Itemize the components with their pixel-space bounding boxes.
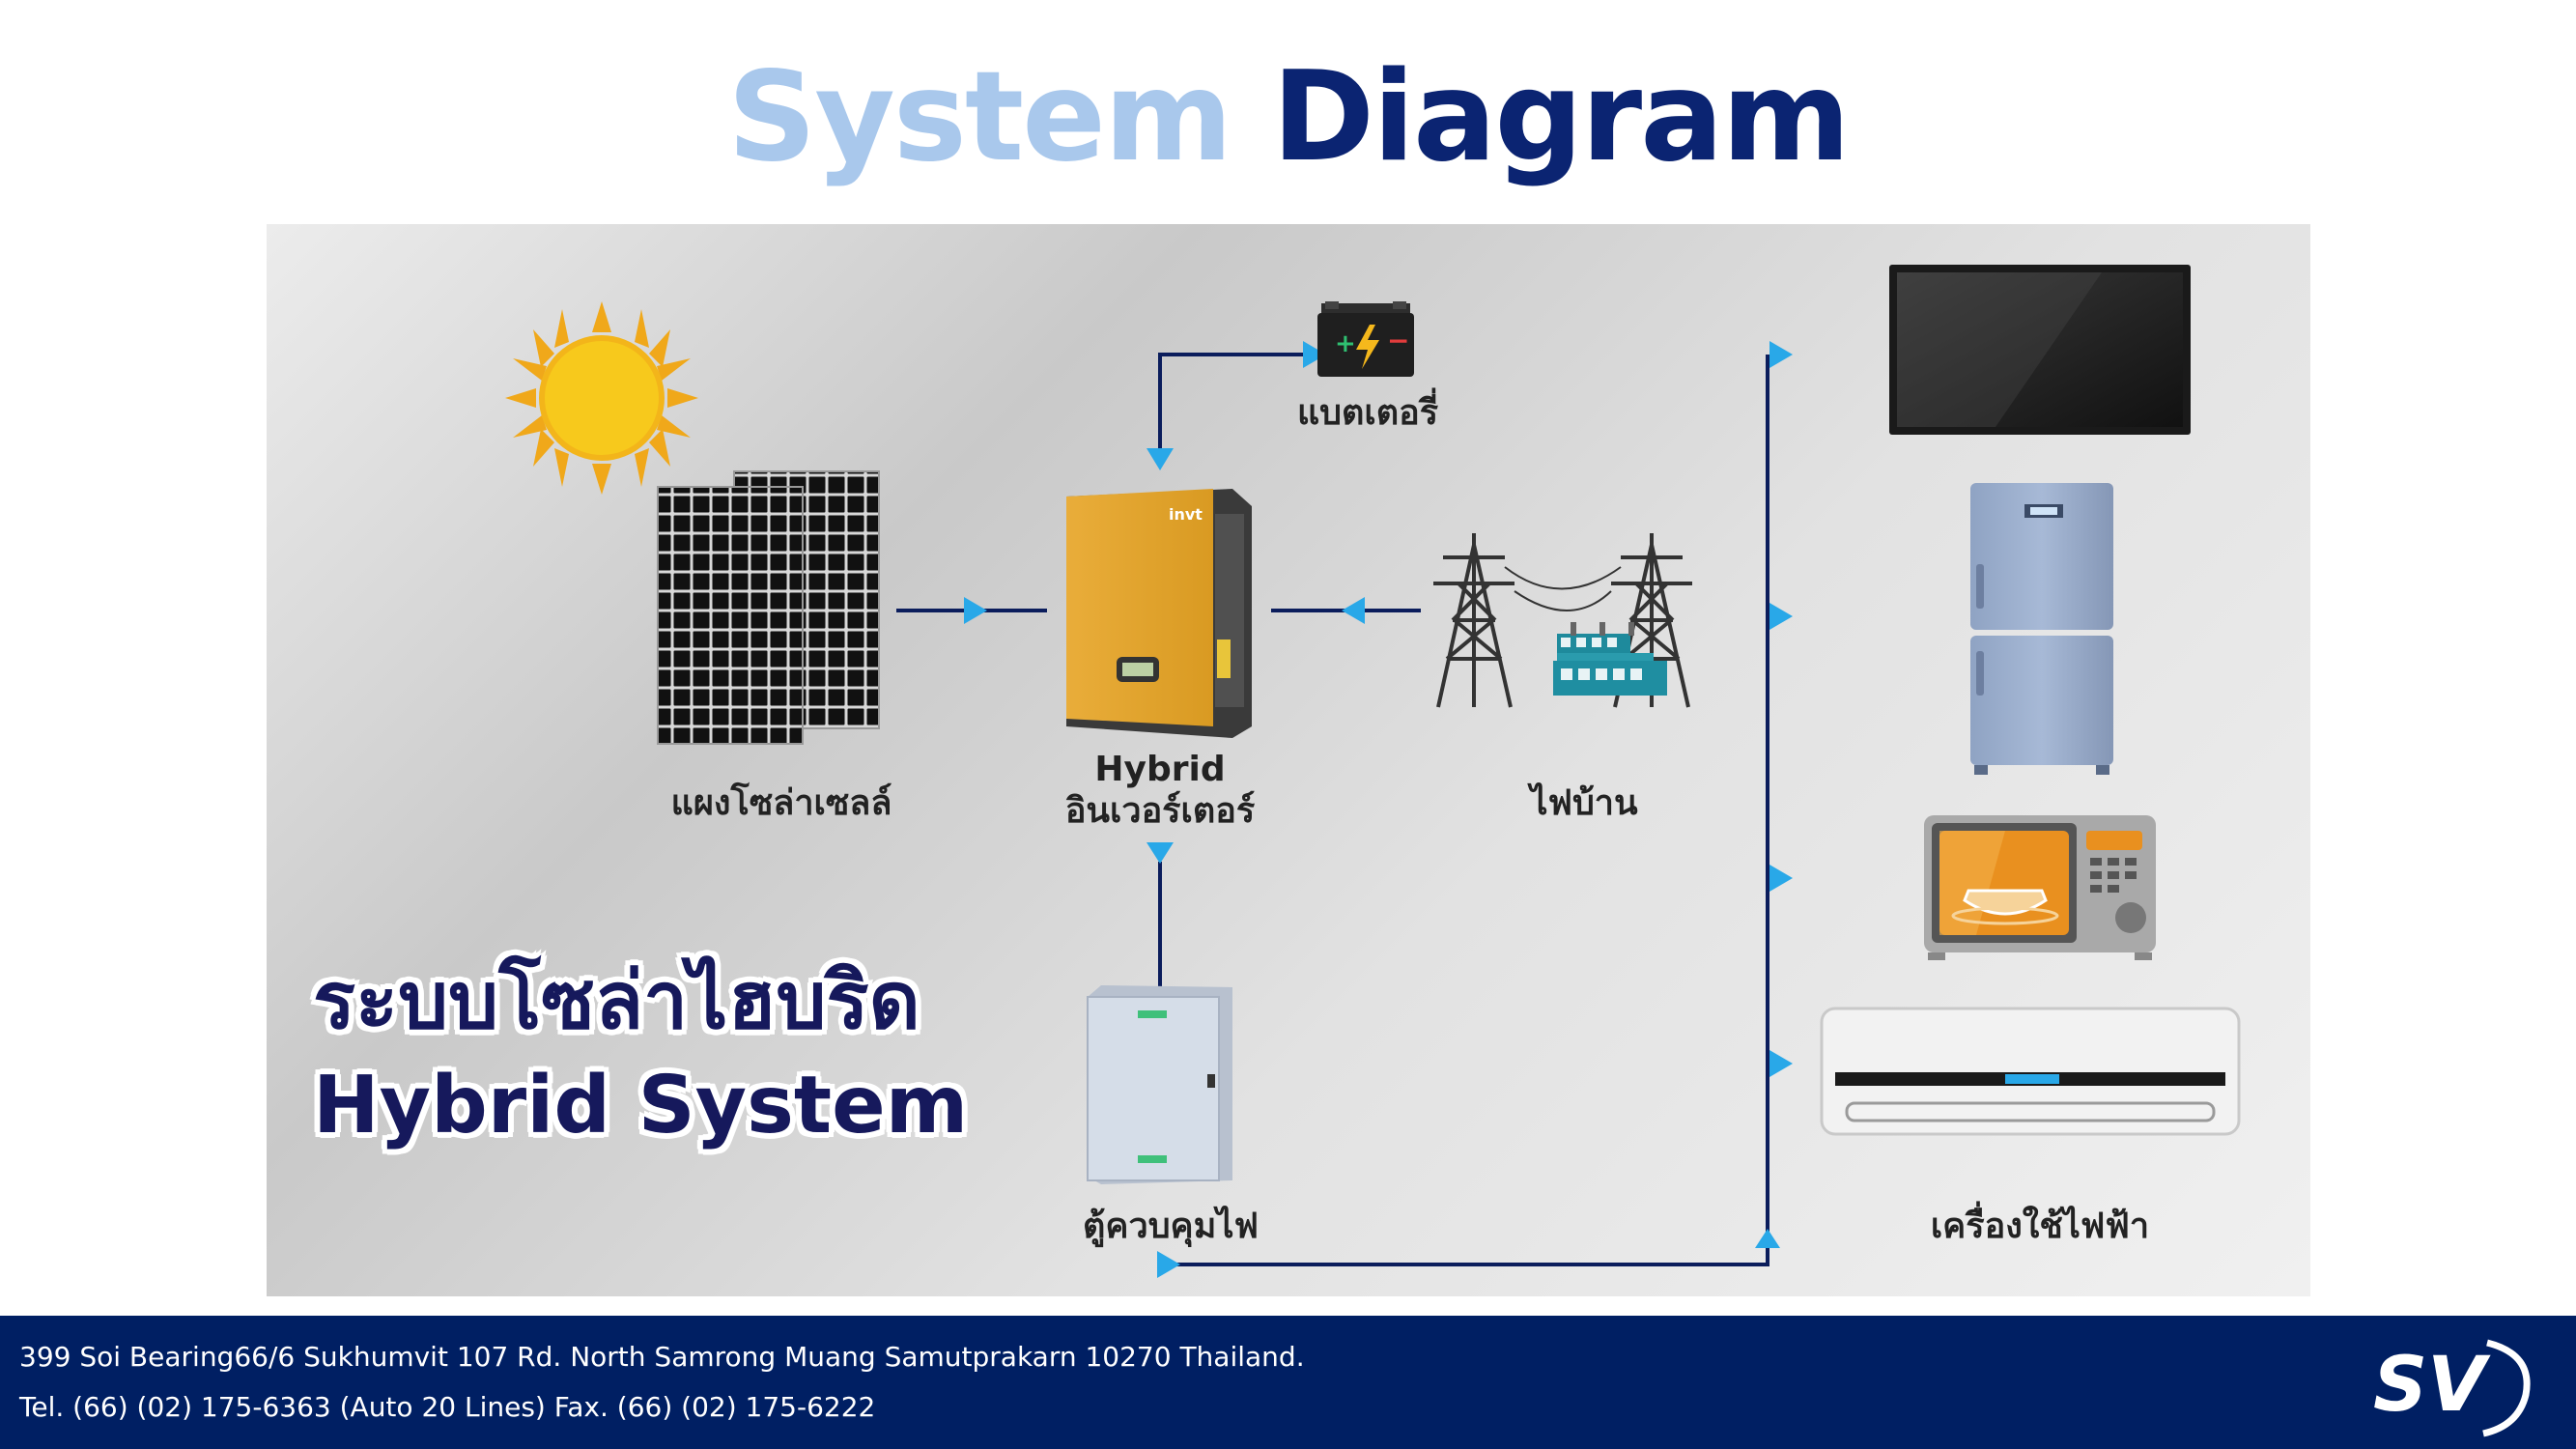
headline-thai: ระบบโซล่าไฮบริด [313,955,920,1047]
diagram-panel: + − invt [267,224,2310,1296]
footer-phone: Tel. (66) (02) 175-6363 (Auto 20 Lines) … [19,1391,876,1423]
svg-text:−: − [1387,325,1409,356]
label-grid: ไฟบ้าน [1530,783,1638,823]
control-cabinet-icon [1087,985,1232,1184]
title-diagram: Diagram [1271,45,1851,189]
label-appliances: เครื่องใช้ไฟฟ้า [1930,1207,2150,1246]
sv-logo-icon: SV [2373,1339,2531,1437]
sun-icon [505,301,698,495]
svg-text:SV: SV [2373,1342,2491,1429]
title-system: System [727,45,1232,189]
tv-icon [1889,265,2191,435]
label-solar-panel: แผงโซล่าเซลล์ [670,783,892,823]
flow-arrows [964,341,1793,1278]
substation-icon [1553,622,1667,696]
microwave-icon [1924,815,2156,960]
headline-english: Hybrid System [313,1060,969,1151]
solar-panel-icon [657,470,880,745]
inverter-icon: invt [1066,489,1252,738]
diagram-graphics: + − invt [505,265,2241,1278]
label-control-cabinet: ตู้ควบคุมไฟ [1083,1207,1259,1246]
air-conditioner-icon [1820,1007,2241,1136]
refrigerator-icon [1970,483,2113,775]
label-inverter-line2: อินเวอร์เตอร์ [1064,791,1256,831]
footer-address: 399 Soi Bearing66/6 Sukhumvit 107 Rd. No… [19,1341,1305,1373]
label-battery: แบตเตอรี่ [1296,393,1439,433]
battery-icon: + − [1317,301,1414,377]
svg-text:+: + [1335,329,1356,358]
footer: 399 Soi Bearing66/6 Sukhumvit 107 Rd. No… [0,1316,2576,1449]
inverter-brand: invt [1169,505,1203,524]
page-title: System Diagram [0,56,2576,180]
connection-lines [896,353,1769,1266]
label-inverter-line1: Hybrid [1094,750,1226,789]
